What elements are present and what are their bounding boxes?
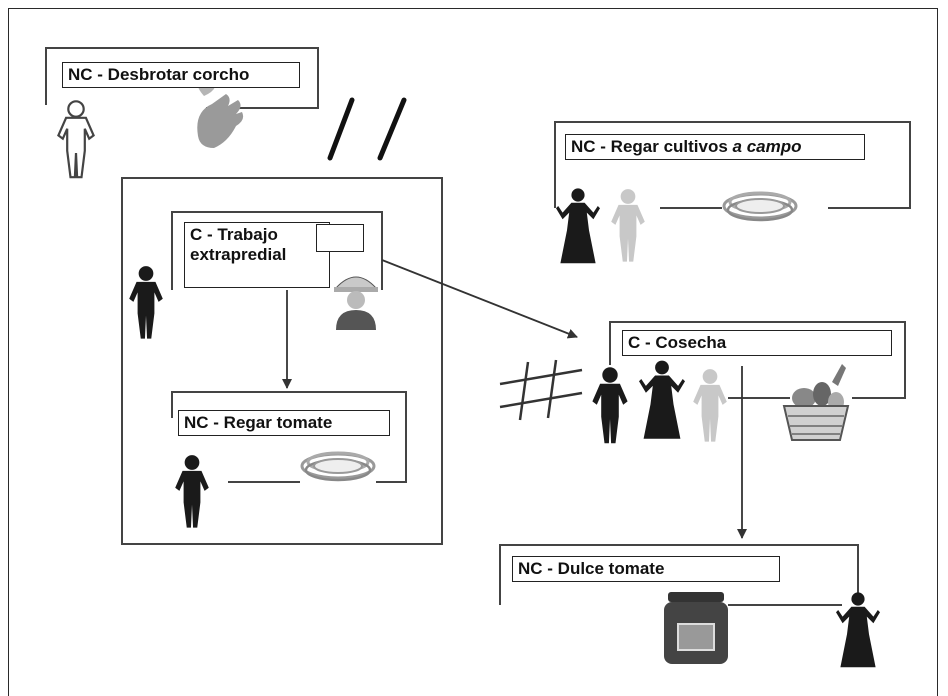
node-label-line1: C - Trabajo xyxy=(190,225,278,244)
node-regar-tomate: NC - Regar tomate xyxy=(178,410,390,436)
blank-label-box xyxy=(316,224,364,252)
flow-arrows xyxy=(282,259,747,539)
node-label: NC - Desbrotar corcho xyxy=(68,65,250,84)
slash-marks-icon xyxy=(327,97,407,161)
hose-icon xyxy=(722,191,798,222)
node-desbrotar-corcho: NC - Desbrotar corcho xyxy=(62,62,300,88)
man-icon xyxy=(129,266,163,339)
node-label: C - Cosecha xyxy=(628,333,727,352)
node-regar-cultivos-a-campo: NC - Regar cultivos a campo xyxy=(565,134,865,160)
hash-mark-icon xyxy=(499,359,583,421)
absent-man-icon xyxy=(693,369,727,442)
node-label: NC - Regar tomate xyxy=(184,413,333,432)
node-cosecha: C - Cosecha xyxy=(622,330,892,356)
hose-icon xyxy=(300,451,376,482)
man-icon xyxy=(175,455,209,528)
absent-man-icon xyxy=(611,189,645,262)
woman-icon xyxy=(836,592,880,668)
node-label: NC - Dulce tomate xyxy=(518,559,665,578)
node-label-emphasis: a campo xyxy=(732,137,802,156)
node-label: NC - Regar cultivos xyxy=(571,137,733,156)
woman-icon xyxy=(556,188,600,264)
node-label-line2: extrapredial xyxy=(190,245,287,264)
man-icon xyxy=(592,367,628,444)
jar-icon xyxy=(664,592,728,664)
figure-frame xyxy=(8,8,938,696)
basket-icon xyxy=(782,364,850,441)
woman-icon xyxy=(639,360,685,439)
group-brackets xyxy=(45,47,911,606)
hardhat-worker-icon xyxy=(334,276,378,330)
arrow-trabajo-to-cosecha xyxy=(381,259,578,339)
node-trabajo-extrapredial: C - Trabajo extrapredial xyxy=(184,222,330,288)
node-dulce-tomate: NC - Dulce tomate xyxy=(512,556,780,582)
man-outline-icon xyxy=(57,100,95,179)
